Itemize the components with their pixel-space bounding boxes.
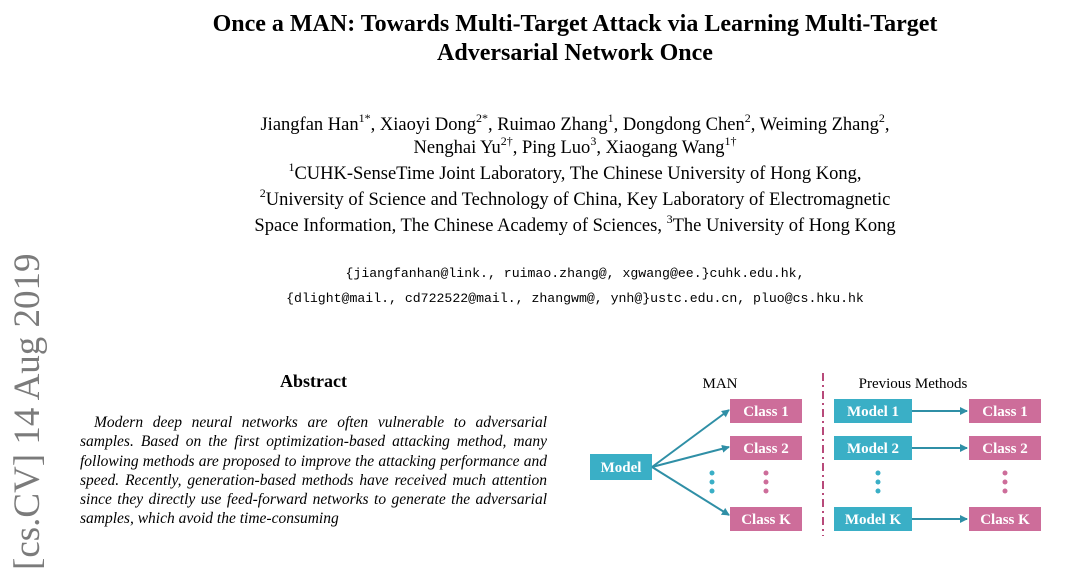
paper-title-line-2: Adversarial Network Once — [437, 40, 713, 66]
email-line-1: {jiangfanhan@link., ruimao.zhang@, xgwan… — [345, 266, 805, 281]
arxiv-stamp-text: [cs.CV] 14 Aug 2019 — [7, 253, 48, 570]
prev-class-1-label: Class 1 — [982, 404, 1027, 420]
ellipsis-dot — [763, 470, 769, 476]
author-line-2: Nenghai Yu2†, Ping Luo3, Xiaogang Wang1† — [413, 133, 737, 158]
ellipsis-dot — [875, 488, 881, 494]
arrow-model-to-class-k — [651, 466, 730, 516]
arxiv-stamp: [cs.CV] 14 Aug 2019 — [2, 200, 50, 570]
prev-model-k-box — [834, 507, 912, 531]
man-figure: MAN Previous Methods Model Class 1 Class… — [590, 370, 1068, 540]
ellipsis-dot — [709, 488, 715, 494]
ellipsis-dot — [763, 488, 769, 494]
ellipsis-dot — [1002, 488, 1008, 494]
ellipsis-dot — [1002, 470, 1008, 476]
ellipsis-dot — [709, 470, 715, 476]
prev-model-1-label: Model 1 — [847, 404, 899, 420]
abstract-text: Modern deep neural networks are often vu… — [80, 414, 547, 528]
man-class-k-box — [730, 507, 802, 531]
arrow-model-to-class-2 — [651, 444, 730, 468]
prev-class-2-box — [969, 436, 1041, 460]
affiliation-line-3: Space Information, The Chinese Academy o… — [254, 211, 896, 236]
model-box — [590, 454, 652, 480]
man-figure-svg: MAN Previous Methods Model Class 1 Class… — [590, 373, 1041, 536]
prev-class-k-box — [969, 507, 1041, 531]
prev-model-2-label: Model 2 — [847, 441, 899, 457]
man-class-k-label: Class K — [741, 512, 791, 528]
affiliation-line-1: 1CUHK-SenseTime Joint Laboratory, The Ch… — [288, 159, 862, 184]
paper-title-line-1: Once a MAN: Towards Multi-Target Attack … — [212, 11, 938, 37]
prev-class-k-label: Class K — [980, 512, 1030, 528]
man-class-2-label: Class 2 — [743, 441, 788, 457]
man-class-1-label: Class 1 — [743, 404, 788, 420]
ellipsis-dot — [875, 479, 881, 485]
prev-class-1-box — [969, 399, 1041, 423]
email-line-2: {dlight@mail., cd722522@mail., zhangwm@,… — [286, 291, 864, 306]
abstract-heading: Abstract — [280, 371, 347, 391]
affiliation-line-2: 2University of Science and Technology of… — [259, 185, 891, 210]
ellipsis-dot — [875, 470, 881, 476]
prev-model-1-box — [834, 399, 912, 423]
ellipsis-dot — [1002, 479, 1008, 485]
man-class-2-box — [730, 436, 802, 460]
man-title: MAN — [702, 376, 737, 392]
prev-model-2-box — [834, 436, 912, 460]
previous-methods-title: Previous Methods — [859, 376, 968, 392]
prev-model-k-label: Model K — [845, 512, 902, 528]
arrow-model-to-class-1 — [651, 409, 730, 468]
ellipsis-dot — [763, 479, 769, 485]
prev-class-2-label: Class 2 — [982, 441, 1027, 457]
ellipsis-dot — [709, 479, 715, 485]
model-label: Model — [601, 460, 642, 476]
author-line-1: Jiangfan Han1*, Xiaoyi Dong2*, Ruimao Zh… — [260, 110, 890, 135]
man-class-1-box — [730, 399, 802, 423]
